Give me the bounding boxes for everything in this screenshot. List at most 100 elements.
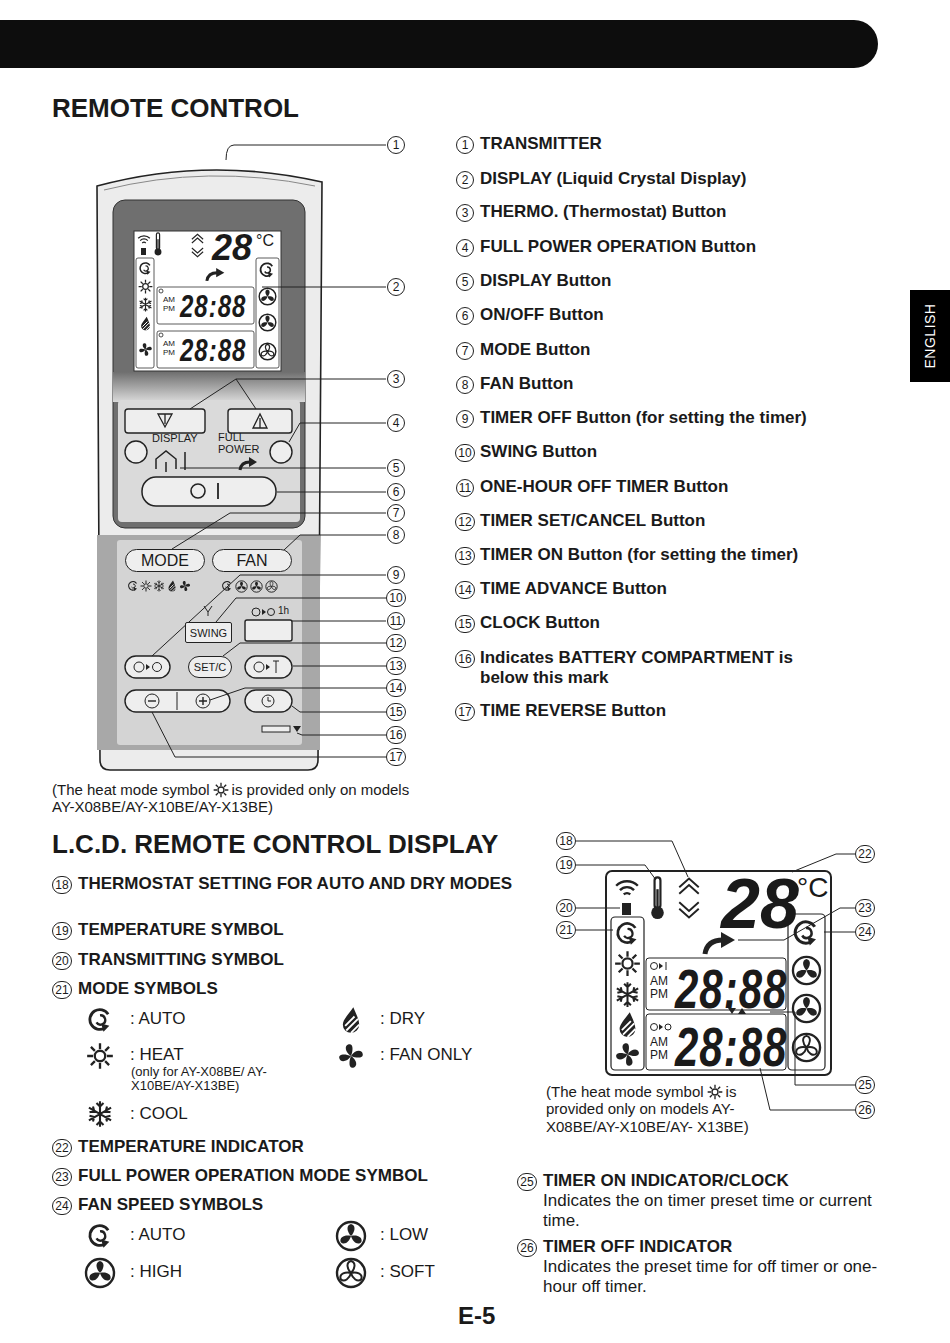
remote-control	[177, 692, 178, 710]
item-name: TIMER OFF Button (for setting the timer)	[480, 408, 807, 428]
item-name: DISPLAY (Liquid Crystal Display)	[480, 169, 746, 189]
leader-lines	[180, 468, 386, 469]
lcd-display	[679, 879, 699, 918]
remote-control	[139, 343, 152, 356]
remote-control	[141, 581, 152, 592]
button-label: MODE	[141, 552, 189, 570]
callout-number: 8	[387, 526, 405, 544]
lcd-display	[617, 982, 638, 1007]
item-name: TRANSMITTING SYMBOL	[78, 950, 284, 970]
body-text: : COOL	[130, 1104, 188, 1124]
body-text: Indicates the on timer preset time or cu…	[543, 1191, 893, 1230]
lcd-display	[606, 871, 831, 1075]
callout-number: 16	[386, 726, 405, 744]
callout-number: 2	[456, 171, 474, 189]
lcd-display	[618, 923, 637, 944]
remote-control	[251, 581, 262, 592]
remote-control	[142, 477, 276, 506]
button-caption: DISPLAY	[152, 433, 198, 445]
lcd-timer-digits: 28:88	[180, 335, 246, 366]
remote-control	[192, 234, 203, 257]
remote-control	[139, 280, 153, 294]
lcd-display	[659, 963, 663, 969]
callout-number: 7	[387, 504, 405, 522]
callout-number: 6	[387, 483, 405, 501]
callout-number: 19	[556, 856, 575, 874]
item-name: ONE-HOUR OFF TIMER Button	[480, 477, 728, 497]
lcd-display	[651, 1024, 658, 1031]
note-text: (The heat mode symbol	[546, 1083, 704, 1100]
lcd-display	[606, 871, 831, 1075]
item-name: MODE Button	[480, 340, 590, 360]
callout-number: 15	[455, 615, 474, 633]
button-label: SET/C	[194, 661, 226, 673]
remote-control	[155, 233, 162, 256]
lcd-ampm: PM	[163, 305, 175, 313]
callout-number: 24	[855, 923, 874, 941]
page-title: REMOTE CONTROL	[52, 94, 299, 124]
lcd-unit: °C	[256, 233, 274, 249]
remote-control	[293, 726, 301, 732]
remote-control	[256, 258, 279, 368]
remote-control	[245, 690, 292, 712]
lcd-display	[793, 1034, 820, 1061]
lcd-display	[666, 962, 667, 970]
callout-number: 7	[456, 342, 474, 360]
item-name: SWING Button	[480, 442, 597, 462]
lcd-display	[793, 957, 820, 984]
lcd-temperature-digits: 28	[212, 230, 252, 266]
callout-number: 17	[455, 703, 474, 721]
remote-control	[254, 662, 264, 672]
item-name: ON/OFF Button	[480, 305, 604, 325]
remote-control	[134, 662, 144, 672]
item-name: MODE SYMBOLS	[78, 979, 218, 999]
body-text: Indicates the preset time for off timer …	[543, 1257, 893, 1296]
lcd-ampm: AM	[650, 1036, 668, 1048]
callout-number: 21	[556, 921, 575, 939]
item-name: TIMER ON INDICATOR/CLOCK	[543, 1171, 789, 1191]
callout-number: 19	[52, 922, 71, 940]
lcd-display	[793, 995, 820, 1022]
callout-number: 1	[456, 136, 474, 154]
item-name: TIME REVERSE Button	[480, 701, 666, 721]
item-name: TIMER OFF INDICATOR	[543, 1237, 732, 1257]
callout-number: 18	[556, 832, 575, 850]
item-name: TEMPERATURE SYMBOL	[78, 920, 284, 940]
leader-lines	[262, 287, 386, 288]
remote-control	[266, 581, 277, 592]
leader-lines	[293, 666, 386, 667]
button-caption: 1h	[278, 606, 289, 617]
callout-number: 23	[52, 1168, 71, 1186]
remote-control	[157, 331, 254, 368]
heat-note: (The heat mode symbolis provided only on…	[52, 781, 422, 816]
lcd-ampm: AM	[163, 340, 175, 348]
remote-control	[118, 400, 300, 522]
mode-symbol-icons	[90, 1010, 109, 1032]
leader-lines	[576, 908, 620, 909]
remote-control	[125, 441, 147, 463]
remote-control	[252, 608, 260, 616]
leader-lines	[576, 865, 656, 880]
callout-number: 22	[855, 845, 874, 863]
remote-control	[134, 231, 281, 371]
callout-number: 16	[455, 650, 474, 668]
remote-control	[261, 263, 273, 277]
leader-lines	[152, 712, 386, 757]
lcd-display	[620, 1012, 636, 1037]
remote-control	[153, 663, 162, 672]
heat-symbol	[213, 782, 229, 798]
remote-control	[196, 694, 210, 708]
item-name: TEMPERATURE INDICATOR	[78, 1137, 304, 1157]
lcd-timer-digits: 28:88	[180, 291, 246, 322]
leader-lines	[216, 598, 386, 622]
callout-number: 14	[455, 581, 474, 599]
body-text: : AUTO	[130, 1225, 185, 1245]
remote-control	[228, 409, 292, 433]
lcd-display	[659, 1024, 663, 1030]
leader-lines	[292, 621, 386, 622]
heat-symbol	[707, 1084, 723, 1100]
callout-number: 8	[456, 376, 474, 394]
lcd-ampm: PM	[650, 988, 668, 1000]
lcd-display	[616, 1043, 639, 1066]
swing-button: SWING	[185, 622, 232, 643]
